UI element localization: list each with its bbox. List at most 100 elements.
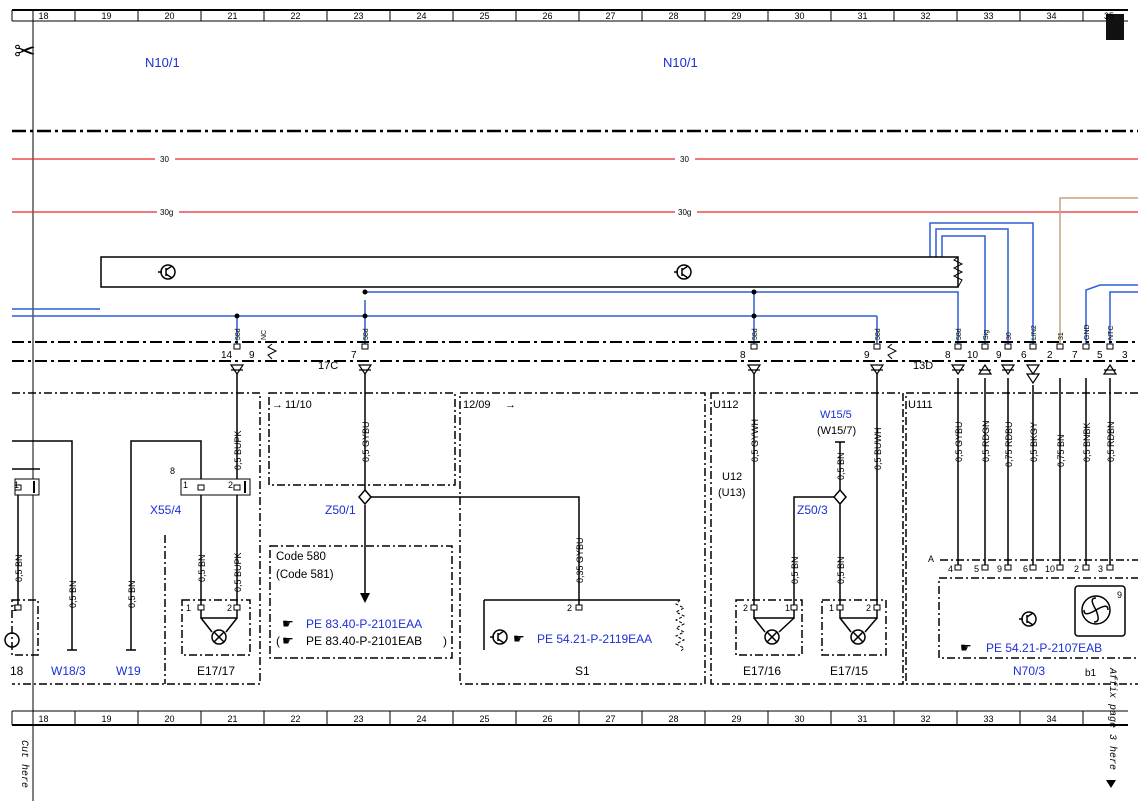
pin-a: A: [928, 554, 934, 564]
connector-13d: 13D: [913, 360, 933, 372]
transistor-icon: [490, 629, 508, 645]
header-n10-left: N10/1: [145, 55, 180, 70]
pointing-hand-icon: ☛: [282, 616, 294, 631]
ruler-label: 21: [227, 11, 237, 21]
ruler-label: 27: [605, 11, 615, 21]
note-pe-a: PE 83.40-P-2101EAA: [306, 617, 422, 631]
wire-label: 0,5 BN: [790, 556, 800, 584]
ruler-label: 24: [416, 714, 426, 724]
component-e17-17: E17/17: [197, 664, 235, 678]
pin-signal: NTC: [1108, 326, 1115, 340]
pin-number: 9: [249, 350, 255, 361]
ref-u112: U112: [713, 399, 738, 411]
pin-number: 1: [14, 480, 19, 490]
pin-number: 7: [351, 350, 357, 361]
pin-markers: [233, 343, 1114, 350]
junction-dots: [234, 289, 757, 319]
pin-signal: 58d: [363, 328, 370, 340]
affix-here-label: Affix page 3 here: [1106, 667, 1118, 770]
pin-number: 2: [743, 603, 748, 613]
scissors-icon: ✂: [14, 36, 36, 66]
ref-1209: 12/09: [463, 399, 491, 411]
transistor-icon: [674, 264, 692, 280]
ruler-label: 22: [290, 714, 300, 724]
pin-signal: Sig: [983, 330, 990, 340]
pin-number: 2: [1047, 350, 1053, 361]
ref-u12: U12: [722, 471, 742, 483]
pin-signal: 30: [1006, 332, 1013, 340]
x55-plug: [180, 478, 251, 496]
pointing-hand-icon: ☛: [282, 633, 294, 648]
blue-wires: [12, 222, 1138, 345]
lamp-icon: [4, 632, 20, 648]
circuit-30g-label-a: 30g: [160, 208, 173, 217]
pin-number: 1: [785, 603, 790, 613]
pin-number: 8: [170, 466, 175, 476]
ruler-label: 31: [857, 11, 867, 21]
wire-label: 0,5 BN: [836, 452, 846, 480]
circuit-30g-label-b: 30g: [678, 208, 691, 217]
pin-number: 9: [996, 350, 1002, 361]
wire-label: 0,5 BN: [68, 580, 78, 608]
note-pe-d: PE 54.21-P-2107EAB: [986, 641, 1102, 655]
ruler-label: 26: [542, 714, 552, 724]
arrow-down-icon: [360, 593, 370, 603]
note-pe-b: PE 83.40-P-2101EAB: [306, 634, 422, 648]
ruler-label: 28: [668, 714, 678, 724]
pin-number: 7: [1072, 350, 1078, 361]
top-ruler: [12, 9, 1128, 22]
pin-number: 3: [1098, 564, 1103, 574]
ruler-label: 29: [731, 11, 741, 21]
arrow-down-icon: [1106, 780, 1116, 788]
pin-number: 9: [1117, 590, 1122, 600]
note-paren-close: ): [443, 634, 447, 648]
pin-number: 1: [829, 603, 834, 613]
pin-signal: GND: [1084, 324, 1091, 340]
wire-label: 0,35 GYBU: [575, 537, 585, 583]
pin-number: 4: [948, 564, 953, 574]
pin-number: 2: [1074, 564, 1079, 574]
pin-signal: 58d: [875, 328, 882, 340]
pin-number: 1: [12, 603, 17, 613]
pin-signal: 58d: [235, 328, 242, 340]
pin-number: 6: [1023, 564, 1028, 574]
ref-1110: 11/10: [285, 399, 312, 411]
component-w18-3: W18/3: [51, 664, 86, 678]
wire-label: 0,75 BN: [1056, 434, 1066, 467]
ruler-label: 28: [668, 11, 678, 21]
pin-signal: LIN2: [1031, 325, 1038, 340]
ref-arrow-1209: →: [505, 399, 516, 411]
ruler-label: 22: [290, 11, 300, 21]
wire-label: 0,5 BN: [197, 554, 207, 582]
wire-label: 0,5 RDGN: [981, 420, 991, 462]
cut-here-label: Cut here: [18, 740, 30, 788]
wire-label: 0,75 RDBU: [1004, 421, 1014, 467]
note-code-580: Code 580: [276, 551, 326, 563]
ruler-label: 19: [101, 714, 111, 724]
pin-signal: 31: [1058, 332, 1065, 340]
transistor-icon: [1019, 611, 1037, 627]
pin-number: 6: [1021, 350, 1027, 361]
wire-label: 0,5 BUPK: [233, 552, 243, 592]
switch-break: [674, 599, 686, 653]
ruler-label: 27: [605, 714, 615, 724]
corner-mark: [1106, 14, 1124, 40]
component-z50-3: Z50/3: [797, 503, 828, 517]
ruler-label: 32: [920, 11, 930, 21]
connector-break: [887, 343, 898, 360]
transistor-icon: [158, 264, 176, 280]
ref-w15-7: (W15/7): [817, 425, 856, 437]
ruler-label: 33: [983, 11, 993, 21]
pin-number: 5: [974, 564, 979, 574]
pointing-hand-icon: ☛: [513, 631, 525, 646]
note-pe-c: PE 54.21-P-2119EAA: [537, 632, 652, 646]
pin-signal: NC: [261, 330, 268, 340]
pin-number: 8: [945, 350, 951, 361]
connector-break: [267, 343, 278, 360]
pin-number: 14: [221, 350, 233, 361]
lower-pin-markers: [14, 484, 1114, 611]
component-partial-18: 18: [10, 664, 24, 678]
ruler-label: 19: [101, 11, 111, 21]
